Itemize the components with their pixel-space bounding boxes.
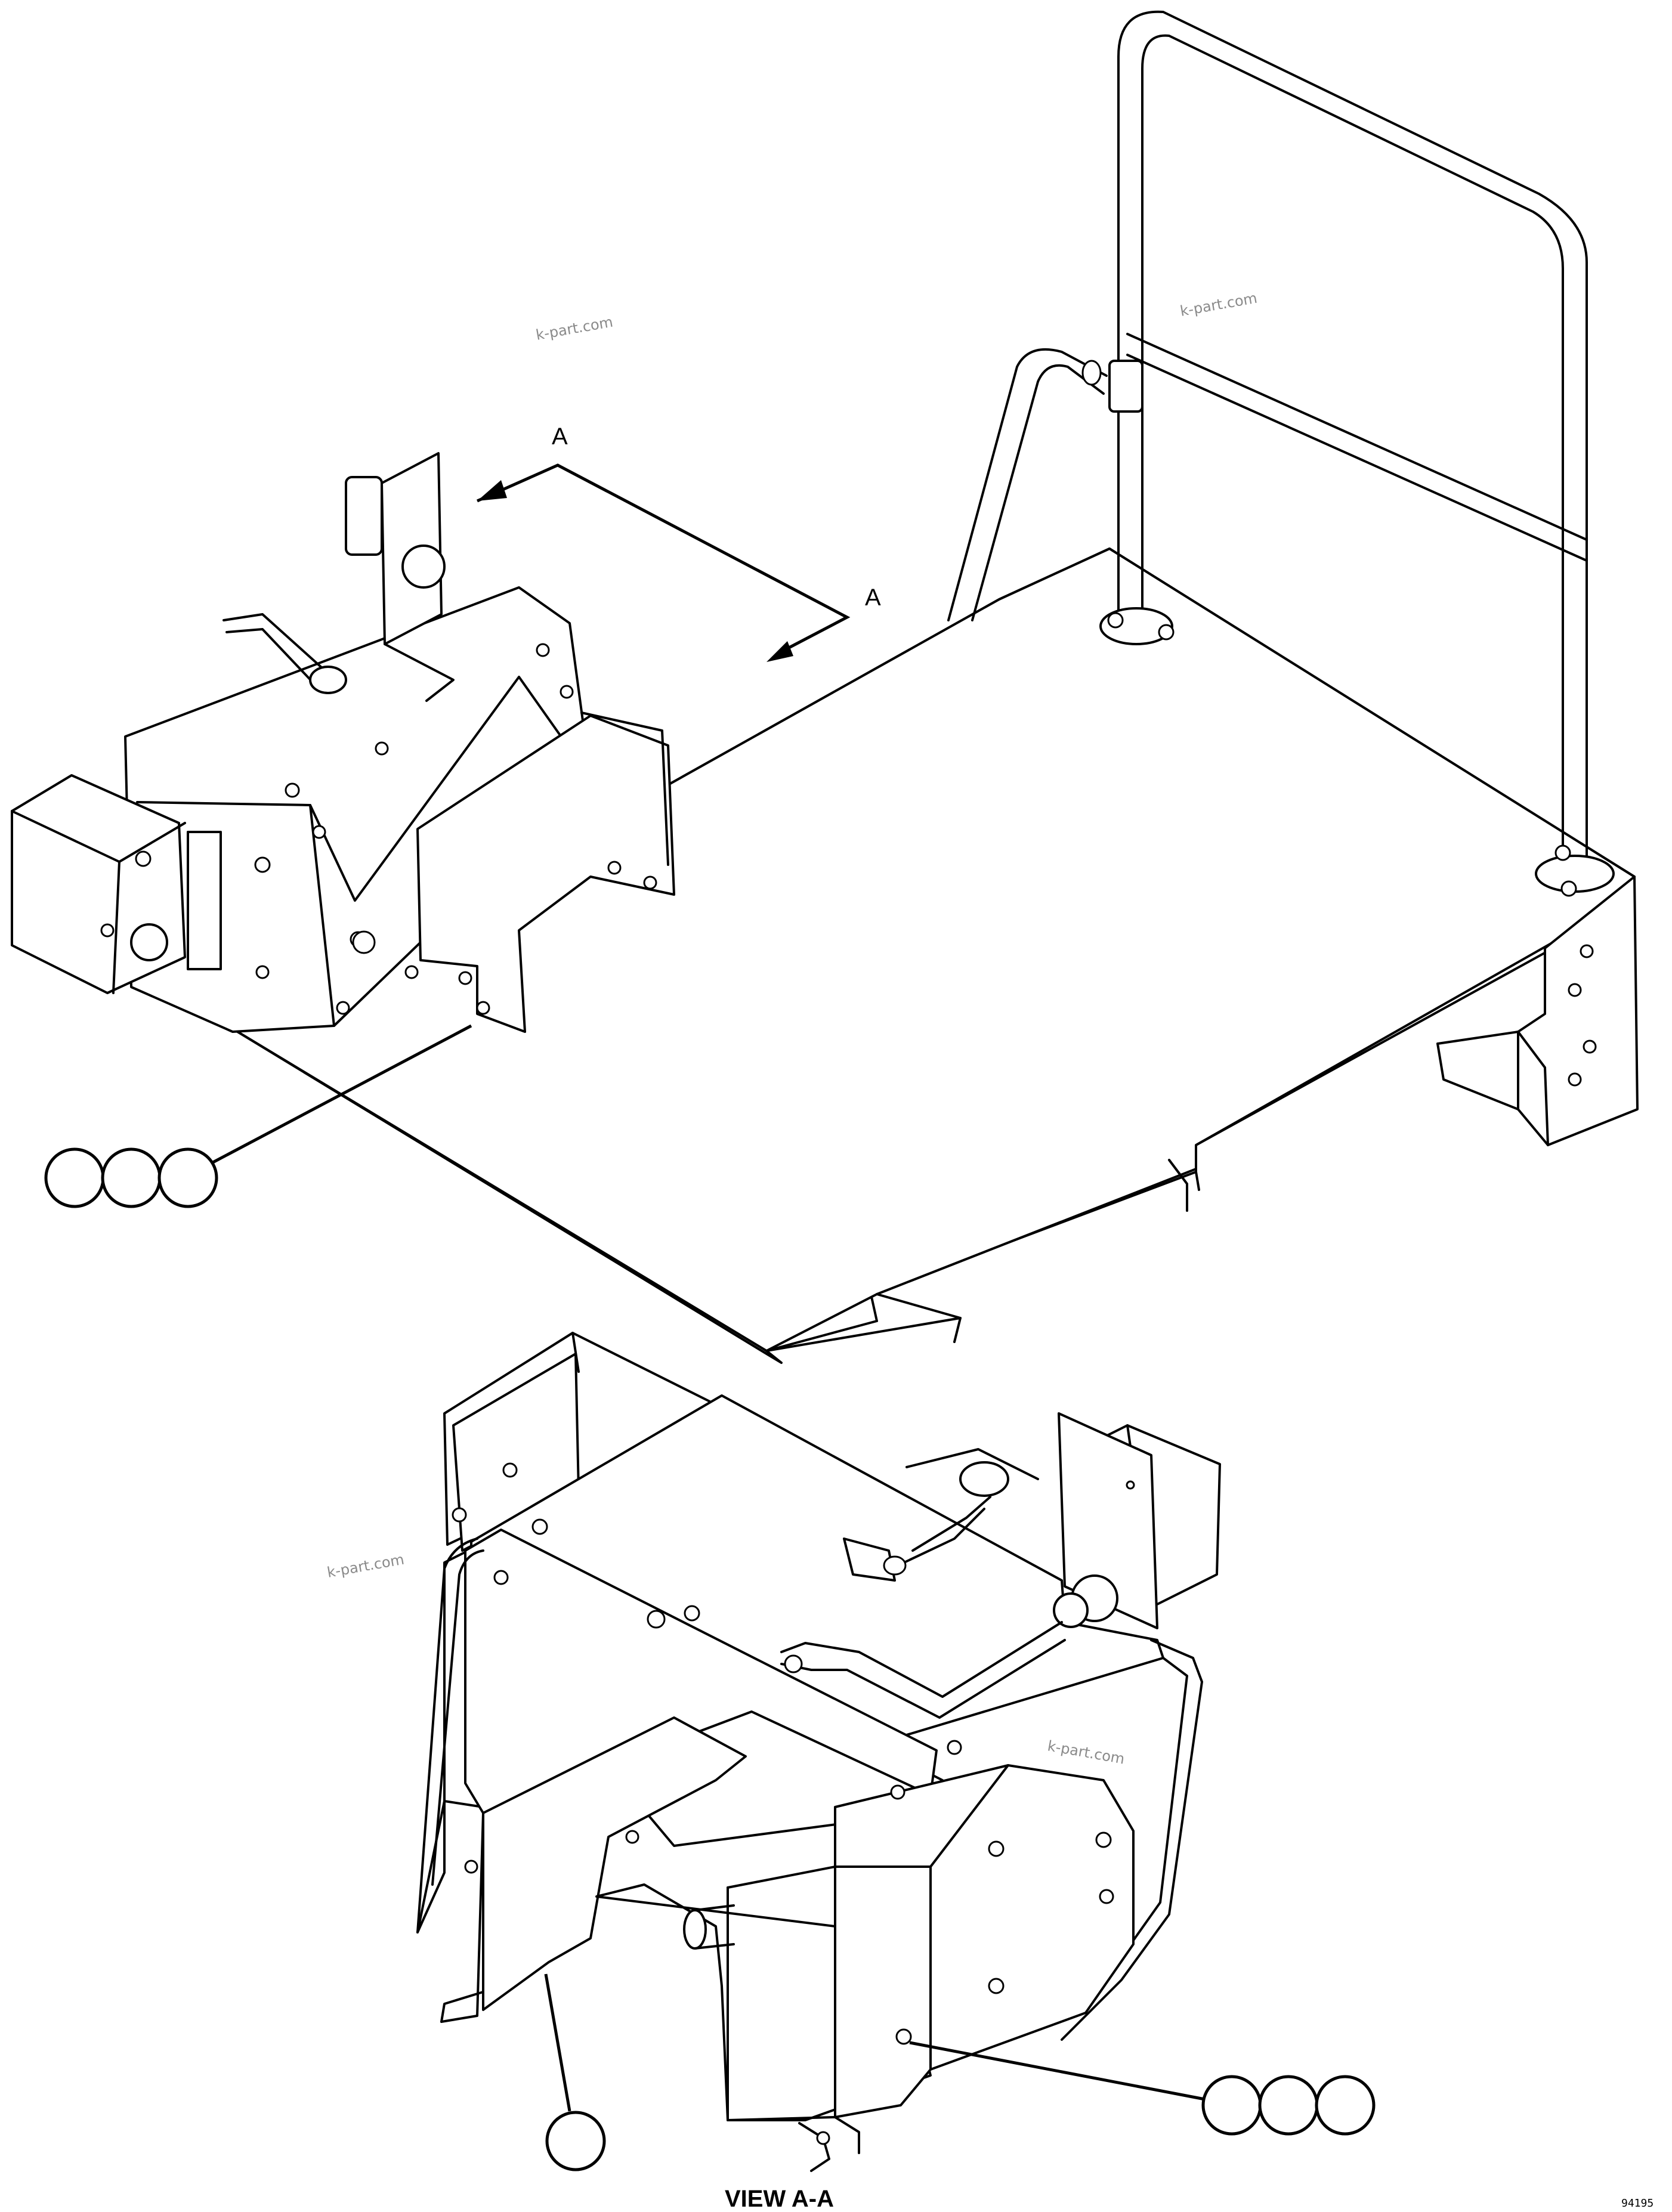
- section-label-a-right: A: [865, 584, 881, 611]
- callout-group-top: [44, 1024, 472, 1208]
- handrail: [947, 10, 1615, 897]
- callout-bubble: [1201, 2075, 1262, 2136]
- callout-group-bottom: [909, 2041, 1376, 2136]
- section-label-a-top: A: [552, 423, 568, 450]
- callout-bubble: [1315, 2075, 1376, 2136]
- view-label: VIEW A-A: [725, 2186, 834, 2212]
- drawing-code: 94195: [1621, 2197, 1654, 2210]
- callout-bubble: [44, 1147, 105, 1208]
- watermark: k-part.com: [534, 314, 614, 344]
- section-arrows: A A: [476, 423, 881, 662]
- callout-bubble: [1258, 2075, 1319, 2136]
- control-box-top-view: [11, 452, 675, 1033]
- callout-single-bottom: [544, 1973, 606, 2171]
- callout-bubble: [101, 1147, 162, 1208]
- control-box-view-aa: [416, 1332, 1221, 2172]
- callout-bubble: [157, 1147, 218, 1208]
- watermark: k-part.com: [1046, 1737, 1126, 1767]
- watermark: k-part.com: [326, 1551, 406, 1581]
- platform-deck: [231, 547, 1639, 1364]
- watermark: k-part.com: [1179, 290, 1259, 320]
- callout-bubble: [545, 2111, 606, 2171]
